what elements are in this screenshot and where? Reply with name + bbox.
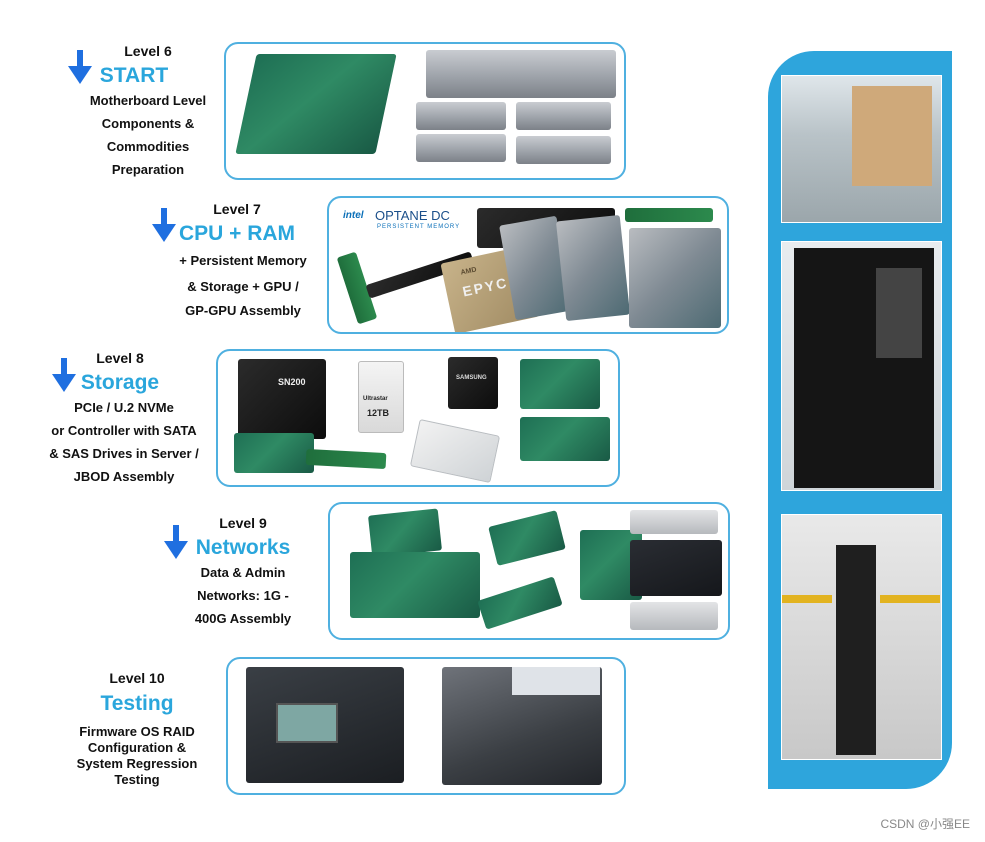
level-desc-line: + Persistent Memory [179, 253, 307, 268]
monitor-screen [512, 667, 600, 695]
level-desc-line: GP-GPU Assembly [185, 303, 301, 318]
motherboard-image [235, 54, 397, 154]
level-9-panel [328, 502, 730, 640]
level-8-panel: SN200 Ultrastar 12TB SAMSUNG [216, 349, 620, 487]
monitor-screen [276, 703, 338, 743]
boxes-shape [852, 86, 932, 186]
raid-controller-image [520, 417, 610, 461]
burn-in-room-photo [781, 514, 942, 760]
server-test-photo [442, 667, 602, 785]
level-title: Storage [80, 371, 160, 394]
hdd-image: Ultrastar 12TB [358, 361, 404, 433]
nic-card-image [234, 433, 314, 473]
down-arrow-icon [52, 358, 76, 392]
sata-ssd-image [409, 419, 501, 483]
level-desc-line: Components & [101, 116, 195, 131]
server-rack-photo [781, 241, 942, 491]
intel-logo: intel [343, 210, 364, 221]
rack-shape [794, 248, 934, 488]
level-desc-line: Configuration & [87, 740, 187, 755]
side-photo-strip [768, 51, 952, 789]
level-desc-line: System Regression [76, 756, 198, 771]
optane-sub-label: PERSISTENT MEMORY [377, 224, 461, 230]
sn200-label: SN200 [278, 377, 306, 387]
level-desc-line: Data & Admin [200, 565, 286, 580]
level-desc-line: Motherboard Level [89, 93, 207, 108]
optane-label: OPTANE DC [375, 208, 450, 223]
network-card-image [350, 552, 480, 618]
rack-interior [876, 268, 922, 358]
network-switch-image [630, 540, 722, 596]
level-10-panel [226, 657, 626, 795]
nvme-card-image: SN200 [238, 359, 326, 439]
network-switch-image [630, 510, 718, 534]
network-card-image [367, 508, 443, 558]
rail-shape [782, 595, 832, 603]
level-desc-line: Firmware OS RAID [79, 724, 195, 739]
server-node-image [416, 134, 506, 162]
level-number: Level 9 [219, 515, 267, 531]
level-desc-line: JBOD Assembly [73, 469, 175, 484]
level-desc-line: or Controller with SATA [51, 423, 197, 438]
down-arrow-icon [164, 525, 188, 559]
level-desc-line: PCIe / U.2 NVMe [74, 400, 174, 415]
level-title: Networks [195, 536, 291, 559]
xeon-cpu-image [555, 214, 631, 322]
level-10-label: Level 10 Testing Firmware OS RAID Config… [62, 666, 212, 788]
level-number: Level 10 [109, 670, 165, 686]
level-9-label: Level 9 Networks Data & Admin Networks: … [178, 512, 308, 630]
watermark: CSDN @小强EE [880, 817, 970, 831]
level-title: START [99, 64, 169, 87]
level-6-label: Level 6 START Motherboard Level Componen… [78, 40, 218, 181]
warehouse-photo [781, 75, 942, 223]
epyc-label: EPYC [461, 274, 510, 300]
samsung-label: SAMSUNG [456, 375, 487, 381]
level-desc-line: & SAS Drives in Server / [49, 446, 199, 461]
level-number: Level 6 [124, 43, 172, 59]
server-node-image [516, 102, 611, 130]
level-desc-line: & Storage + GPU / [187, 279, 299, 294]
xeon-cpu-image [629, 228, 721, 328]
samsung-ssd-image: SAMSUNG [448, 357, 498, 409]
level-8-label: Level 8 Storage PCIe / U.2 NVMe or Contr… [40, 347, 208, 488]
amd-label: AMD [460, 266, 478, 277]
level-number: Level 8 [96, 350, 144, 366]
server-node-image [516, 136, 611, 164]
level-desc-line: Testing [114, 772, 160, 787]
hdd-capacity-label: 12TB [367, 408, 390, 418]
level-number: Level 7 [213, 201, 261, 217]
m2-ssd-image [305, 448, 387, 470]
server-node-image [416, 102, 506, 130]
level-7-panel: intel OPTANE DC PERSISTENT MEMORY AMD EP… [327, 196, 729, 334]
level-desc-line: Commodities [106, 139, 190, 154]
ultrastar-label: Ultrastar [363, 396, 388, 402]
down-arrow-icon [152, 208, 176, 242]
network-card-image [477, 576, 563, 630]
level-title: CPU + RAM [178, 222, 296, 245]
rack-shape [836, 545, 876, 755]
down-arrow-icon [68, 50, 92, 84]
level-6-panel [224, 42, 626, 180]
level-desc-line: Networks: 1G - [197, 588, 289, 603]
level-7-label: Level 7 CPU + RAM + Persistent Memory & … [168, 197, 318, 323]
ram-module-image [625, 208, 713, 222]
level-title: Testing [100, 692, 174, 715]
network-switch-image [630, 602, 718, 630]
server-chassis-image [426, 50, 616, 98]
level-desc-line: 400G Assembly [194, 611, 292, 626]
rail-shape [880, 595, 940, 603]
test-station-photo [246, 667, 404, 783]
level-desc-line: Preparation [111, 162, 185, 177]
hba-card-image [520, 359, 600, 409]
network-card-image [488, 510, 566, 566]
